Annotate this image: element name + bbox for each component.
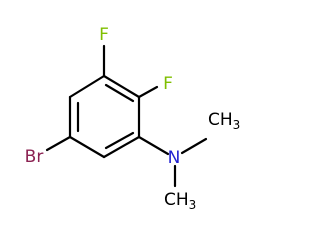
fluorine-top-label: F xyxy=(99,25,109,45)
methyl-top-subscript: 3 xyxy=(233,118,241,132)
benzene-ring xyxy=(68,74,141,159)
ring-bond-c1-c2 xyxy=(102,74,141,99)
methyl-bottom-label: CH3 xyxy=(164,190,196,212)
bond-c5-br xyxy=(45,135,72,152)
bromine-label: Br xyxy=(25,147,44,167)
ring-bond-c1-c2-inner xyxy=(104,83,135,103)
ring-bond-c3-c4-inner xyxy=(104,131,135,150)
molecule-structure-diagram: F F Br N CH3 CH3 xyxy=(25,25,241,212)
bond-n-ch3-top xyxy=(180,137,208,155)
ring-bond-c6-c1 xyxy=(68,74,106,99)
methyl-top-label: CH3 xyxy=(208,110,240,132)
ring-bond-c3-c4 xyxy=(102,135,141,159)
fluorine-right-label: F xyxy=(163,74,173,94)
bond-c3-n xyxy=(137,135,170,156)
bond-c2-f xyxy=(137,85,159,99)
methyl-top-symbol: CH xyxy=(208,110,233,130)
methyl-bottom-symbol: CH xyxy=(164,190,189,210)
ring-bond-c4-c5 xyxy=(68,135,106,159)
nitrogen-label: N xyxy=(168,148,181,168)
methyl-bottom-subscript: 3 xyxy=(189,198,197,212)
